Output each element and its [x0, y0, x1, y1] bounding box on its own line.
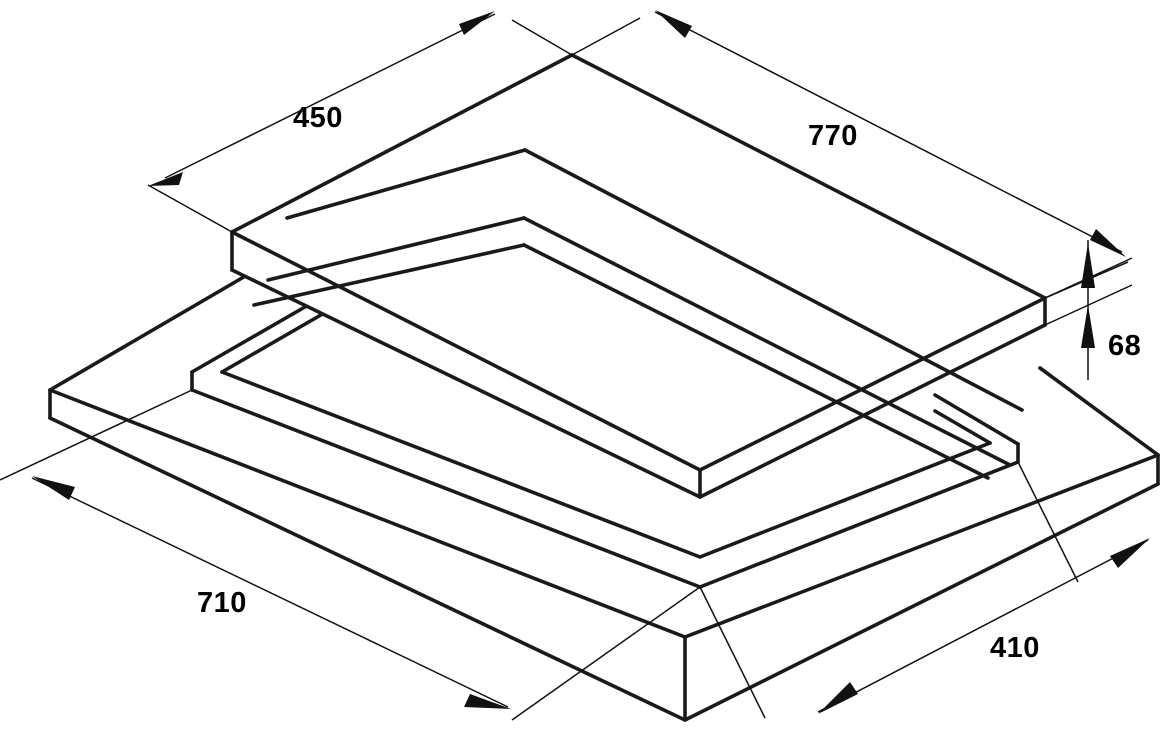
hob-front-left-side	[232, 232, 700, 497]
cutout-rim-back-right	[933, 409, 992, 445]
dim-450-arrow-end	[459, 11, 495, 35]
dim-450-ext-line-a	[147, 184, 233, 233]
dim-410-ext-line-b	[1017, 461, 1079, 583]
hob-top-face	[232, 55, 1045, 470]
dim-68-arrow-top	[1081, 243, 1095, 288]
dim-410-arrow-end	[1110, 538, 1150, 568]
worktop-bottom-edge-right	[683, 482, 1160, 722]
dim-68-label: 68	[1108, 330, 1141, 362]
dim-450-ext-line-b	[511, 19, 573, 56]
dim-710-label: 710	[197, 587, 247, 619]
worktop-edge-back-right	[1038, 366, 1160, 457]
dim-770-ext-line-a	[571, 17, 641, 56]
dim-770-arrow-end	[1090, 229, 1126, 257]
hob-bottom-edge-left	[230, 268, 702, 499]
dim-710-ext-line-b	[511, 586, 701, 721]
cutout-edge-front-left	[190, 388, 702, 589]
hob-rim-mid-back-left	[266, 216, 526, 282]
dim-710-arrow-end	[464, 694, 511, 709]
dim-450-label: 450	[293, 102, 343, 134]
worktop-bottom-edge-left	[48, 416, 687, 722]
worktop-front-left-side	[50, 390, 685, 720]
dim-770-arrow-start	[655, 10, 692, 38]
dim-450-arrow-start	[148, 172, 183, 186]
dimension-450: 450	[147, 11, 573, 233]
hob-rim-inner-back-right	[522, 243, 990, 480]
cutout-edge-front-right	[698, 460, 1020, 589]
hob-bottom-edge-right	[698, 323, 1047, 499]
dim-770-line	[654, 11, 1123, 253]
worktop-edge-right-front	[683, 453, 1160, 639]
dimension-410: 410	[699, 461, 1150, 719]
hob-edge-back-left	[230, 53, 574, 234]
dim-410-ext-line-a	[699, 586, 766, 719]
hob-plate	[230, 53, 1047, 499]
hob-rim-mid-back-right	[522, 216, 1012, 467]
dim-410-label: 410	[990, 632, 1040, 664]
dim-710-ext-line-a	[0, 389, 193, 481]
dim-450-line	[164, 13, 496, 179]
cutout-rim-front-right	[698, 441, 992, 559]
dim-710-arrow-start	[32, 476, 75, 500]
hob-rim-inner-back-left	[252, 243, 526, 307]
dimension-710: 710	[0, 389, 701, 721]
dim-710-line	[31, 477, 509, 708]
worktop-front-right-side	[685, 455, 1158, 720]
hob-edge-back-right	[570, 53, 1047, 300]
hob-edge-front-right	[698, 296, 1047, 472]
worktop-edge-left-front	[48, 388, 687, 639]
dim-68-arrow-bottom	[1081, 305, 1095, 348]
cutout-rim-front-left	[220, 370, 702, 559]
dim-410-arrow-start	[818, 682, 858, 714]
dim-770-label: 770	[808, 120, 858, 152]
dim-410-line	[817, 539, 1149, 713]
dimension-68: 68	[1044, 240, 1141, 380]
hob-rim-outer-back-left	[285, 148, 527, 220]
hob-rim-outer-back-right	[523, 148, 1024, 412]
cutout-edge-back-right	[933, 393, 1020, 446]
hob-front-right-side	[700, 298, 1045, 497]
